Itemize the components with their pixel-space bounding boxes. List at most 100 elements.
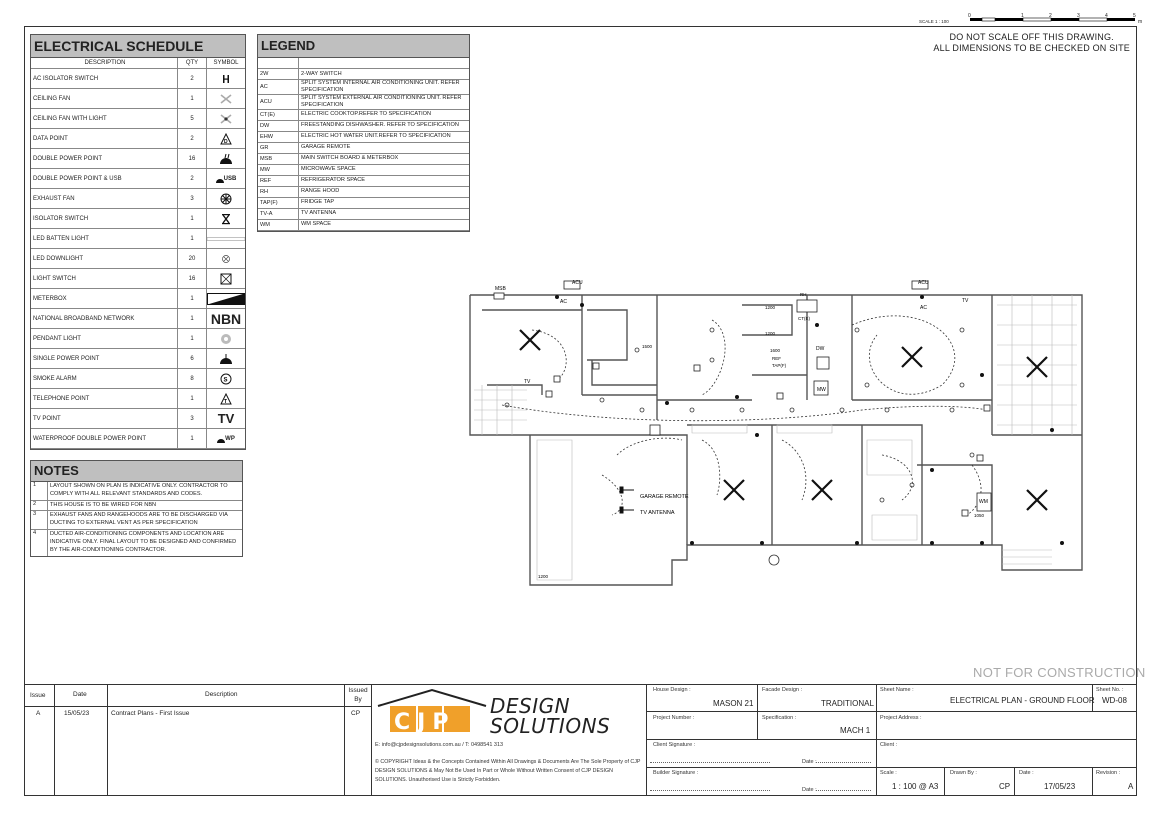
legend-description: GARAGE REMOTE xyxy=(301,144,351,151)
schedule-header-description: DESCRIPTION xyxy=(31,58,178,68)
legend-code: MSB xyxy=(258,153,299,164)
ceiling-fan-icon xyxy=(901,346,923,368)
svg-text:T: T xyxy=(224,399,227,405)
legend-blank-row xyxy=(258,58,469,69)
legend-code: WM xyxy=(258,219,299,230)
schedule-qty: 6 xyxy=(178,349,207,368)
logo-letters: CJP xyxy=(394,710,455,735)
specification-label: Specification : xyxy=(762,715,797,721)
rangehood-label: RH xyxy=(800,292,807,297)
dimension-label: 1600 xyxy=(770,348,781,353)
legend-row: CT(E)ELECTRIC COOKTOP.REFER TO SPECIFICA… xyxy=(258,109,469,121)
facade-design-value: TRADITIONAL xyxy=(821,699,874,708)
usb-power-icon: USB xyxy=(207,169,245,188)
light-switch-icon xyxy=(545,390,553,398)
downlight-icon xyxy=(864,382,870,388)
legend-code: REF xyxy=(258,175,299,186)
house-design-label: House Design : xyxy=(653,687,691,693)
light-switch-icon xyxy=(553,375,561,383)
legend-description: REFRIGERATOR SPACE xyxy=(301,177,366,184)
legend-description: SPLIT SYSTEM EXTERNAL AIR CONDITIONING U… xyxy=(301,94,462,108)
legend-description: FRIDGE TAP xyxy=(301,199,335,206)
scale-unit: m xyxy=(1138,19,1143,25)
schedule-header-row: DESCRIPTION QTY SYMBOL xyxy=(31,58,245,69)
scale-tick: 0 xyxy=(968,13,971,19)
dimension-warning-line1: DO NOT SCALE OFF THIS DRAWING. xyxy=(949,32,1114,42)
project-number-label: Project Number : xyxy=(653,715,695,721)
dimension-warning: DO NOT SCALE OFF THIS DRAWING. ALL DIMEN… xyxy=(933,32,1130,54)
ac-label-right: AC xyxy=(920,305,927,311)
ref-label: REF xyxy=(772,356,781,361)
legend-code: AC xyxy=(258,80,299,94)
schedule-qty: 1 xyxy=(178,89,207,108)
light-switch-icon xyxy=(983,404,991,412)
sheet-border xyxy=(24,26,1137,796)
revision-label: Revision : xyxy=(1096,770,1121,776)
light-switch-icon xyxy=(592,362,600,370)
downlights xyxy=(504,327,975,566)
drawing-date-label: Date : xyxy=(1019,770,1034,776)
legend-code: 2W xyxy=(258,69,299,79)
schedule-qty: 1 xyxy=(178,209,207,228)
schedule-description: DATA POINT xyxy=(31,129,178,148)
legend-description: RANGE HOOD xyxy=(301,188,340,195)
schedule-description: NATIONAL BROADBAND NETWORK xyxy=(31,309,178,328)
switching-wiring xyxy=(501,315,988,516)
light-switch-icon xyxy=(961,509,969,517)
svg-text:D: D xyxy=(224,139,228,145)
legend-description: MICROWAVE SPACE xyxy=(301,166,356,173)
client-label: Client : xyxy=(880,742,898,748)
single-power-icon xyxy=(207,349,245,368)
house-design-value: MASON 21 xyxy=(713,699,754,708)
floor-plan-drawing: MSB ACU ACU AC AC TV TV GARAGE REMOTE TV… xyxy=(469,280,1083,586)
dimension-label: 1200 xyxy=(765,305,776,310)
switches xyxy=(493,280,992,517)
downlight-icon xyxy=(504,402,510,408)
wm-space xyxy=(976,492,992,512)
schedule-description: CEILING FAN WITH LIGHT xyxy=(31,109,178,128)
downlight-icon xyxy=(709,357,715,363)
schedule-qty: 1 xyxy=(178,309,207,328)
ceiling-fan-icon xyxy=(207,89,245,108)
mw-label: MW xyxy=(817,387,826,393)
downlight-icon xyxy=(599,397,605,403)
legend-code: TAP(F) xyxy=(258,197,299,208)
light-switch-icon xyxy=(693,364,701,372)
drawn-by-value: CP xyxy=(999,782,1011,791)
schedule-qty: 16 xyxy=(178,269,207,288)
issue-date: 15/05/23 xyxy=(64,710,90,717)
legend-description: TV ANTENNA xyxy=(301,210,337,217)
client-signature-date-label: Date : xyxy=(802,759,817,765)
copyright-notice: © COPYRIGHT Ideas & the Concepts Contain… xyxy=(375,759,641,783)
schedule-description: DOUBLE POWER POINT & USB xyxy=(31,169,178,188)
scale-value: 1 : 100 @ A3 xyxy=(892,782,939,791)
legend-description: ELECTRIC HOT WATER UNIT.REFER TO SPECIFI… xyxy=(301,133,451,140)
schedule-description: EXHAUST FAN xyxy=(31,189,178,208)
data-point-icon: D xyxy=(207,129,245,148)
schedule-qty: 1 xyxy=(178,329,207,348)
schedule-qty: 1 xyxy=(178,389,207,408)
schedule-qty: 3 xyxy=(178,409,207,428)
schedule-qty: 5 xyxy=(178,109,207,128)
scale-bar: SCALE 1 : 100 0 1 2 3 4 5 m xyxy=(918,13,1143,25)
schedule-description: CEILING FAN xyxy=(31,89,178,108)
legend-description: MAIN SWITCH BOARD & METERBOX xyxy=(301,155,399,162)
tv-antenna-label: TV ANTENNA xyxy=(640,510,675,516)
downlight-icon xyxy=(909,482,915,488)
schedule-qty: 2 xyxy=(178,169,207,188)
logo-solutions-text: SOLUTIONS xyxy=(490,714,611,738)
acu-label-left: ACU xyxy=(572,280,583,286)
note-number: 3 xyxy=(31,511,48,530)
